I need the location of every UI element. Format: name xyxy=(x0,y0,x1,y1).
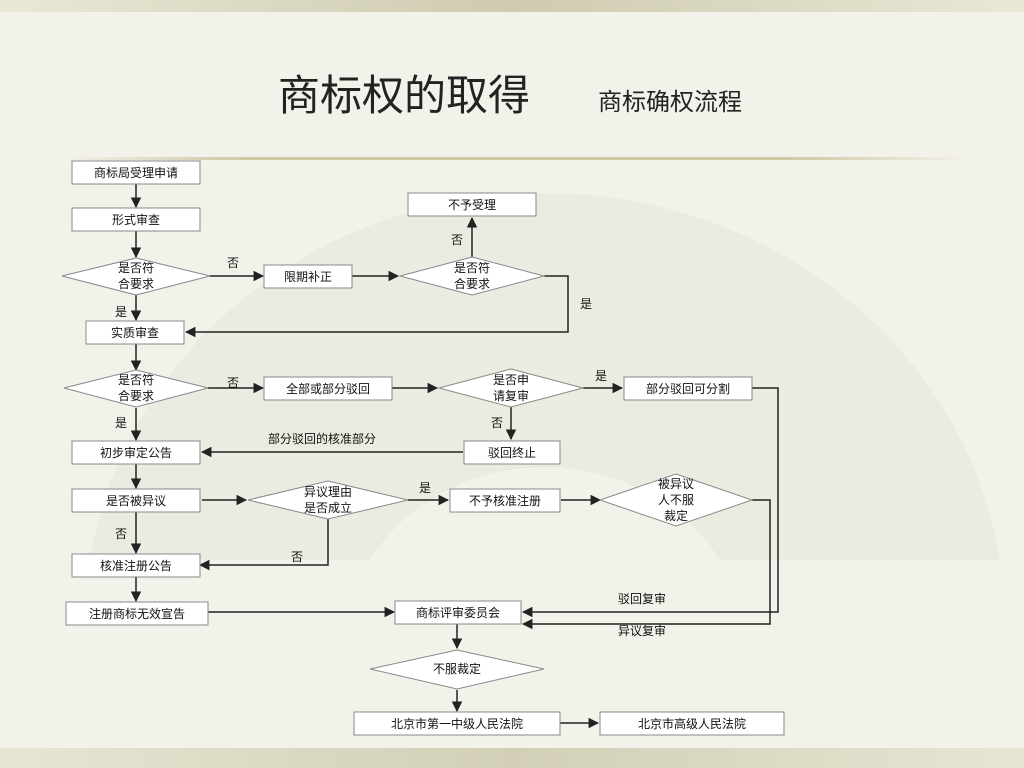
label-yes-2: 是 xyxy=(115,305,127,319)
label-reject-review: 驳回复审 xyxy=(618,591,666,606)
label-no-6: 否 xyxy=(291,550,303,564)
node-no-reg: 不予核准注册 xyxy=(449,488,561,513)
label-yes-5: 是 xyxy=(419,481,431,495)
node-divisible-label: 部分驳回可分割 xyxy=(646,381,730,396)
decision-review-line2: 请复审 xyxy=(493,388,529,403)
label-no-1: 否 xyxy=(227,256,239,270)
node-accept: 商标局受理申请 xyxy=(71,160,201,185)
label-yes-1: 是 xyxy=(580,297,592,311)
edge-labels: 否 否 是 是 否 是 是 否 部分驳回的核准部分 是 否 否 驳回复审 异议复… xyxy=(115,233,666,638)
decision-opp-reason-line1: 异议理由 xyxy=(304,485,352,499)
title-divider xyxy=(60,157,972,160)
label-yes-3: 是 xyxy=(595,369,607,383)
node-divisible: 部分驳回可分割 xyxy=(623,376,753,401)
node-supplement-label: 限期补正 xyxy=(284,270,332,284)
decision-ok1-line1: 是否符 xyxy=(118,260,154,275)
label-approved-part: 部分驳回的核准部分 xyxy=(268,431,376,446)
connectors xyxy=(130,184,779,729)
decision-opp-line3: 裁定 xyxy=(664,508,688,523)
decision-ok3-line1: 是否符 xyxy=(118,372,154,387)
node-substantive: 实质审查 xyxy=(85,320,185,345)
node-formal: 形式审查 xyxy=(71,207,201,232)
decision-disagree-label: 不服裁定 xyxy=(433,661,481,676)
node-rejection-end-label: 驳回终止 xyxy=(488,445,536,460)
node-opposed-label: 是否被异议 xyxy=(106,494,166,508)
node-reject-accept-label: 不予受理 xyxy=(448,198,496,212)
label-no-2: 否 xyxy=(451,233,463,247)
bottom-decor-bar xyxy=(0,748,1024,768)
decision-review: 是否申 请复审 xyxy=(437,368,585,408)
node-reject-part: 全部或部分驳回 xyxy=(263,376,393,401)
node-board: 商标评审委员会 xyxy=(394,600,522,625)
top-decor-bar xyxy=(0,0,1024,12)
page-subtitle: 商标确权流程 xyxy=(598,88,742,116)
decision-ok1-line2: 合要求 xyxy=(118,276,154,291)
decision-opp-reason-line2: 是否成立 xyxy=(304,500,352,515)
node-court2-label: 北京市高级人民法院 xyxy=(638,716,746,731)
node-board-label: 商标评审委员会 xyxy=(416,605,500,620)
page-title: 商标权的取得 xyxy=(278,71,531,120)
node-prelim: 初步审定公告 xyxy=(71,440,201,465)
node-formal-label: 形式审查 xyxy=(112,212,160,227)
decision-opp-dissatisfied: 被异议 人不服 裁定 xyxy=(598,473,754,527)
node-accept-label: 商标局受理申请 xyxy=(94,165,178,180)
decision-review-line1: 是否申 xyxy=(493,373,529,387)
node-court2: 北京市高级人民法院 xyxy=(599,711,785,736)
decision-ok2: 是否符 合要求 xyxy=(398,256,546,296)
label-no-4: 否 xyxy=(491,416,503,430)
label-opp-review: 异议复审 xyxy=(618,623,666,638)
decision-ok1: 是否符 合要求 xyxy=(61,257,211,296)
node-invalid-label: 注册商标无效宣告 xyxy=(89,606,185,621)
decision-disagree: 不服裁定 xyxy=(369,649,545,690)
node-no-reg-label: 不予核准注册 xyxy=(469,493,541,508)
node-reject-accept: 不予受理 xyxy=(407,192,537,217)
decision-ok3: 是否符 合要求 xyxy=(63,369,209,408)
node-substantive-label: 实质审查 xyxy=(111,325,159,340)
node-reject-part-label: 全部或部分驳回 xyxy=(286,381,370,396)
decision-ok2-line1: 是否符 xyxy=(454,260,490,275)
node-rejection-end: 驳回终止 xyxy=(463,440,561,465)
decision-ok3-line2: 合要求 xyxy=(118,388,154,403)
node-court1: 北京市第一中级人民法院 xyxy=(353,711,561,736)
node-reg-pub: 核准注册公告 xyxy=(71,553,201,578)
decision-opp-reason: 异议理由 是否成立 xyxy=(247,480,409,520)
node-prelim-label: 初步审定公告 xyxy=(100,445,172,460)
node-court1-label: 北京市第一中级人民法院 xyxy=(391,716,523,731)
label-no-3: 否 xyxy=(227,376,239,390)
node-supplement: 限期补正 xyxy=(263,264,353,289)
label-yes-4: 是 xyxy=(115,416,127,430)
node-opposed: 是否被异议 xyxy=(71,488,201,513)
node-invalid: 注册商标无效宣告 xyxy=(65,601,209,626)
label-no-5: 否 xyxy=(115,527,127,541)
decision-ok2-line2: 合要求 xyxy=(454,276,490,291)
decision-opp-line2: 人不服 xyxy=(658,493,694,507)
node-reg-pub-label: 核准注册公告 xyxy=(100,558,172,573)
decision-opp-line1: 被异议 xyxy=(658,477,694,491)
